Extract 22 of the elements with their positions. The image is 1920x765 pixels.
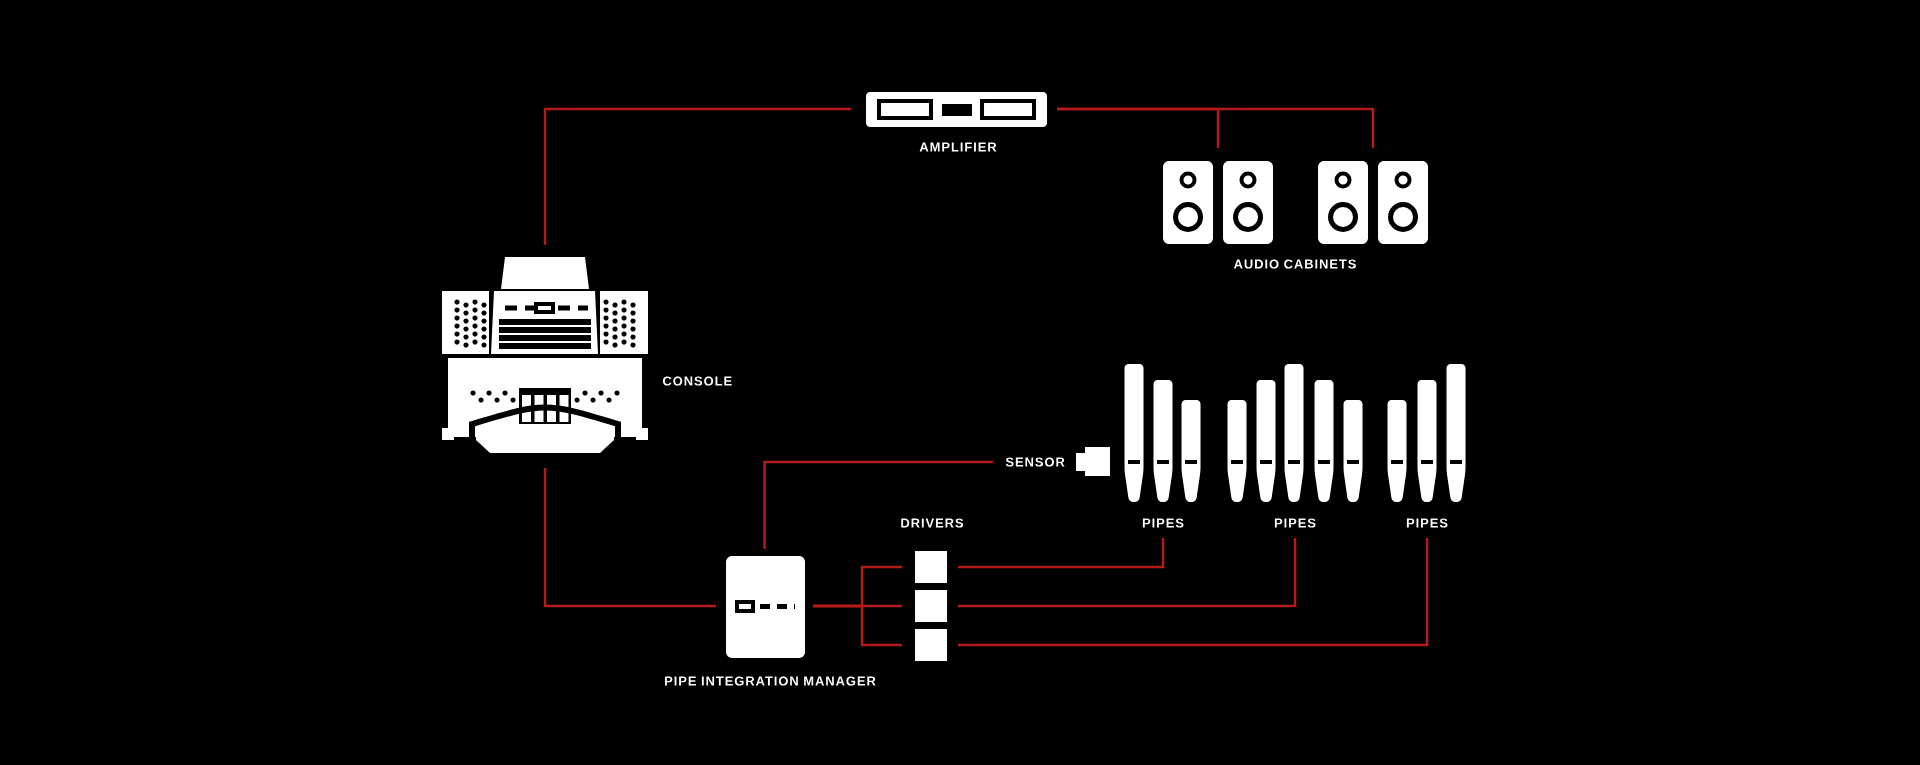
speaker-pair-drawing	[1163, 161, 1273, 244]
node-label: SENSOR	[1005, 457, 1065, 467]
speaker-pair-drawing	[1318, 161, 1428, 244]
driver-chip	[915, 629, 947, 661]
connector-line	[958, 538, 1165, 569]
connector-line	[958, 538, 1429, 647]
connector-line	[543, 468, 716, 608]
driver-chip	[915, 590, 947, 622]
connector-line	[543, 107, 851, 245]
connector-line	[813, 604, 902, 647]
group-label: DRIVERS	[901, 518, 964, 528]
node-label: AMPLIFIER	[919, 142, 997, 152]
node-label: PIPES	[1142, 518, 1184, 528]
node-label: PIPES	[1274, 518, 1316, 528]
connector-line	[763, 460, 993, 549]
node-label: PIPE INTEGRATION MANAGER	[665, 676, 876, 686]
connector-line	[958, 538, 1297, 608]
node-label: PIPES	[1406, 518, 1448, 528]
connector-line	[1057, 107, 1375, 148]
group-label: AUDIO CABINETS	[1233, 259, 1356, 269]
node-label: CONSOLE	[662, 376, 732, 386]
driver-chip	[915, 551, 947, 583]
